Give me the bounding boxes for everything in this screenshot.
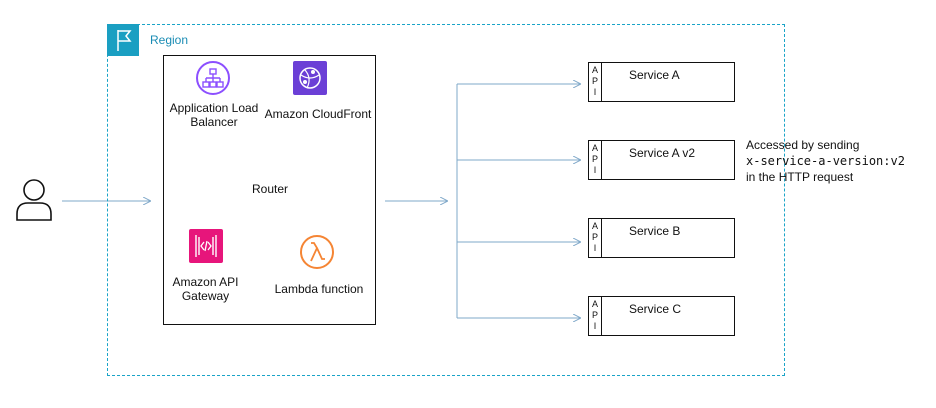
api-gateway-label-line2: Gateway [181,289,230,303]
api-strip: A P I [589,63,602,101]
api-strip: A P I [589,141,602,179]
application-load-balancer-icon [196,61,230,95]
service-c-box: A P I Service C [588,296,735,336]
cloudfront-label: Amazon CloudFront [264,107,372,121]
user-icon [16,179,52,221]
service-b-name: Service B [629,224,681,238]
region-label: Region [150,33,189,47]
alb-label: Application Load Balancer [163,101,265,129]
alb-label-line2: Balancer [190,115,238,129]
version-header-note: Accessed by sending x-service-a-version:… [746,137,905,185]
api-strip: A P I [589,219,602,257]
note-header-code: x-service-a-version:v2 [746,154,905,168]
router-box [163,55,376,325]
service-c-name: Service C [629,302,682,316]
api-gateway-label-line1: Amazon API [172,275,239,289]
service-a-box: A P I Service A [588,62,735,102]
router-label: Router [251,182,289,196]
lambda-icon [300,235,334,269]
region-flag-icon [107,24,139,56]
note-line1: Accessed by sending [746,138,860,152]
region-boundary [107,24,785,376]
service-a-v2-box: A P I Service A v2 [588,140,735,180]
api-strip: A P I [589,297,602,335]
note-line3: in the HTTP request [746,170,854,184]
service-a-v2-name: Service A v2 [629,146,696,160]
alb-label-line1: Application Load [169,101,259,115]
cloudfront-icon [293,61,327,95]
service-a-name: Service A [629,68,680,82]
service-b-box: A P I Service B [588,218,735,258]
api-gateway-label: Amazon API Gateway [163,275,248,303]
api-gateway-icon [189,229,223,263]
lambda-label: Lambda function [274,282,364,296]
